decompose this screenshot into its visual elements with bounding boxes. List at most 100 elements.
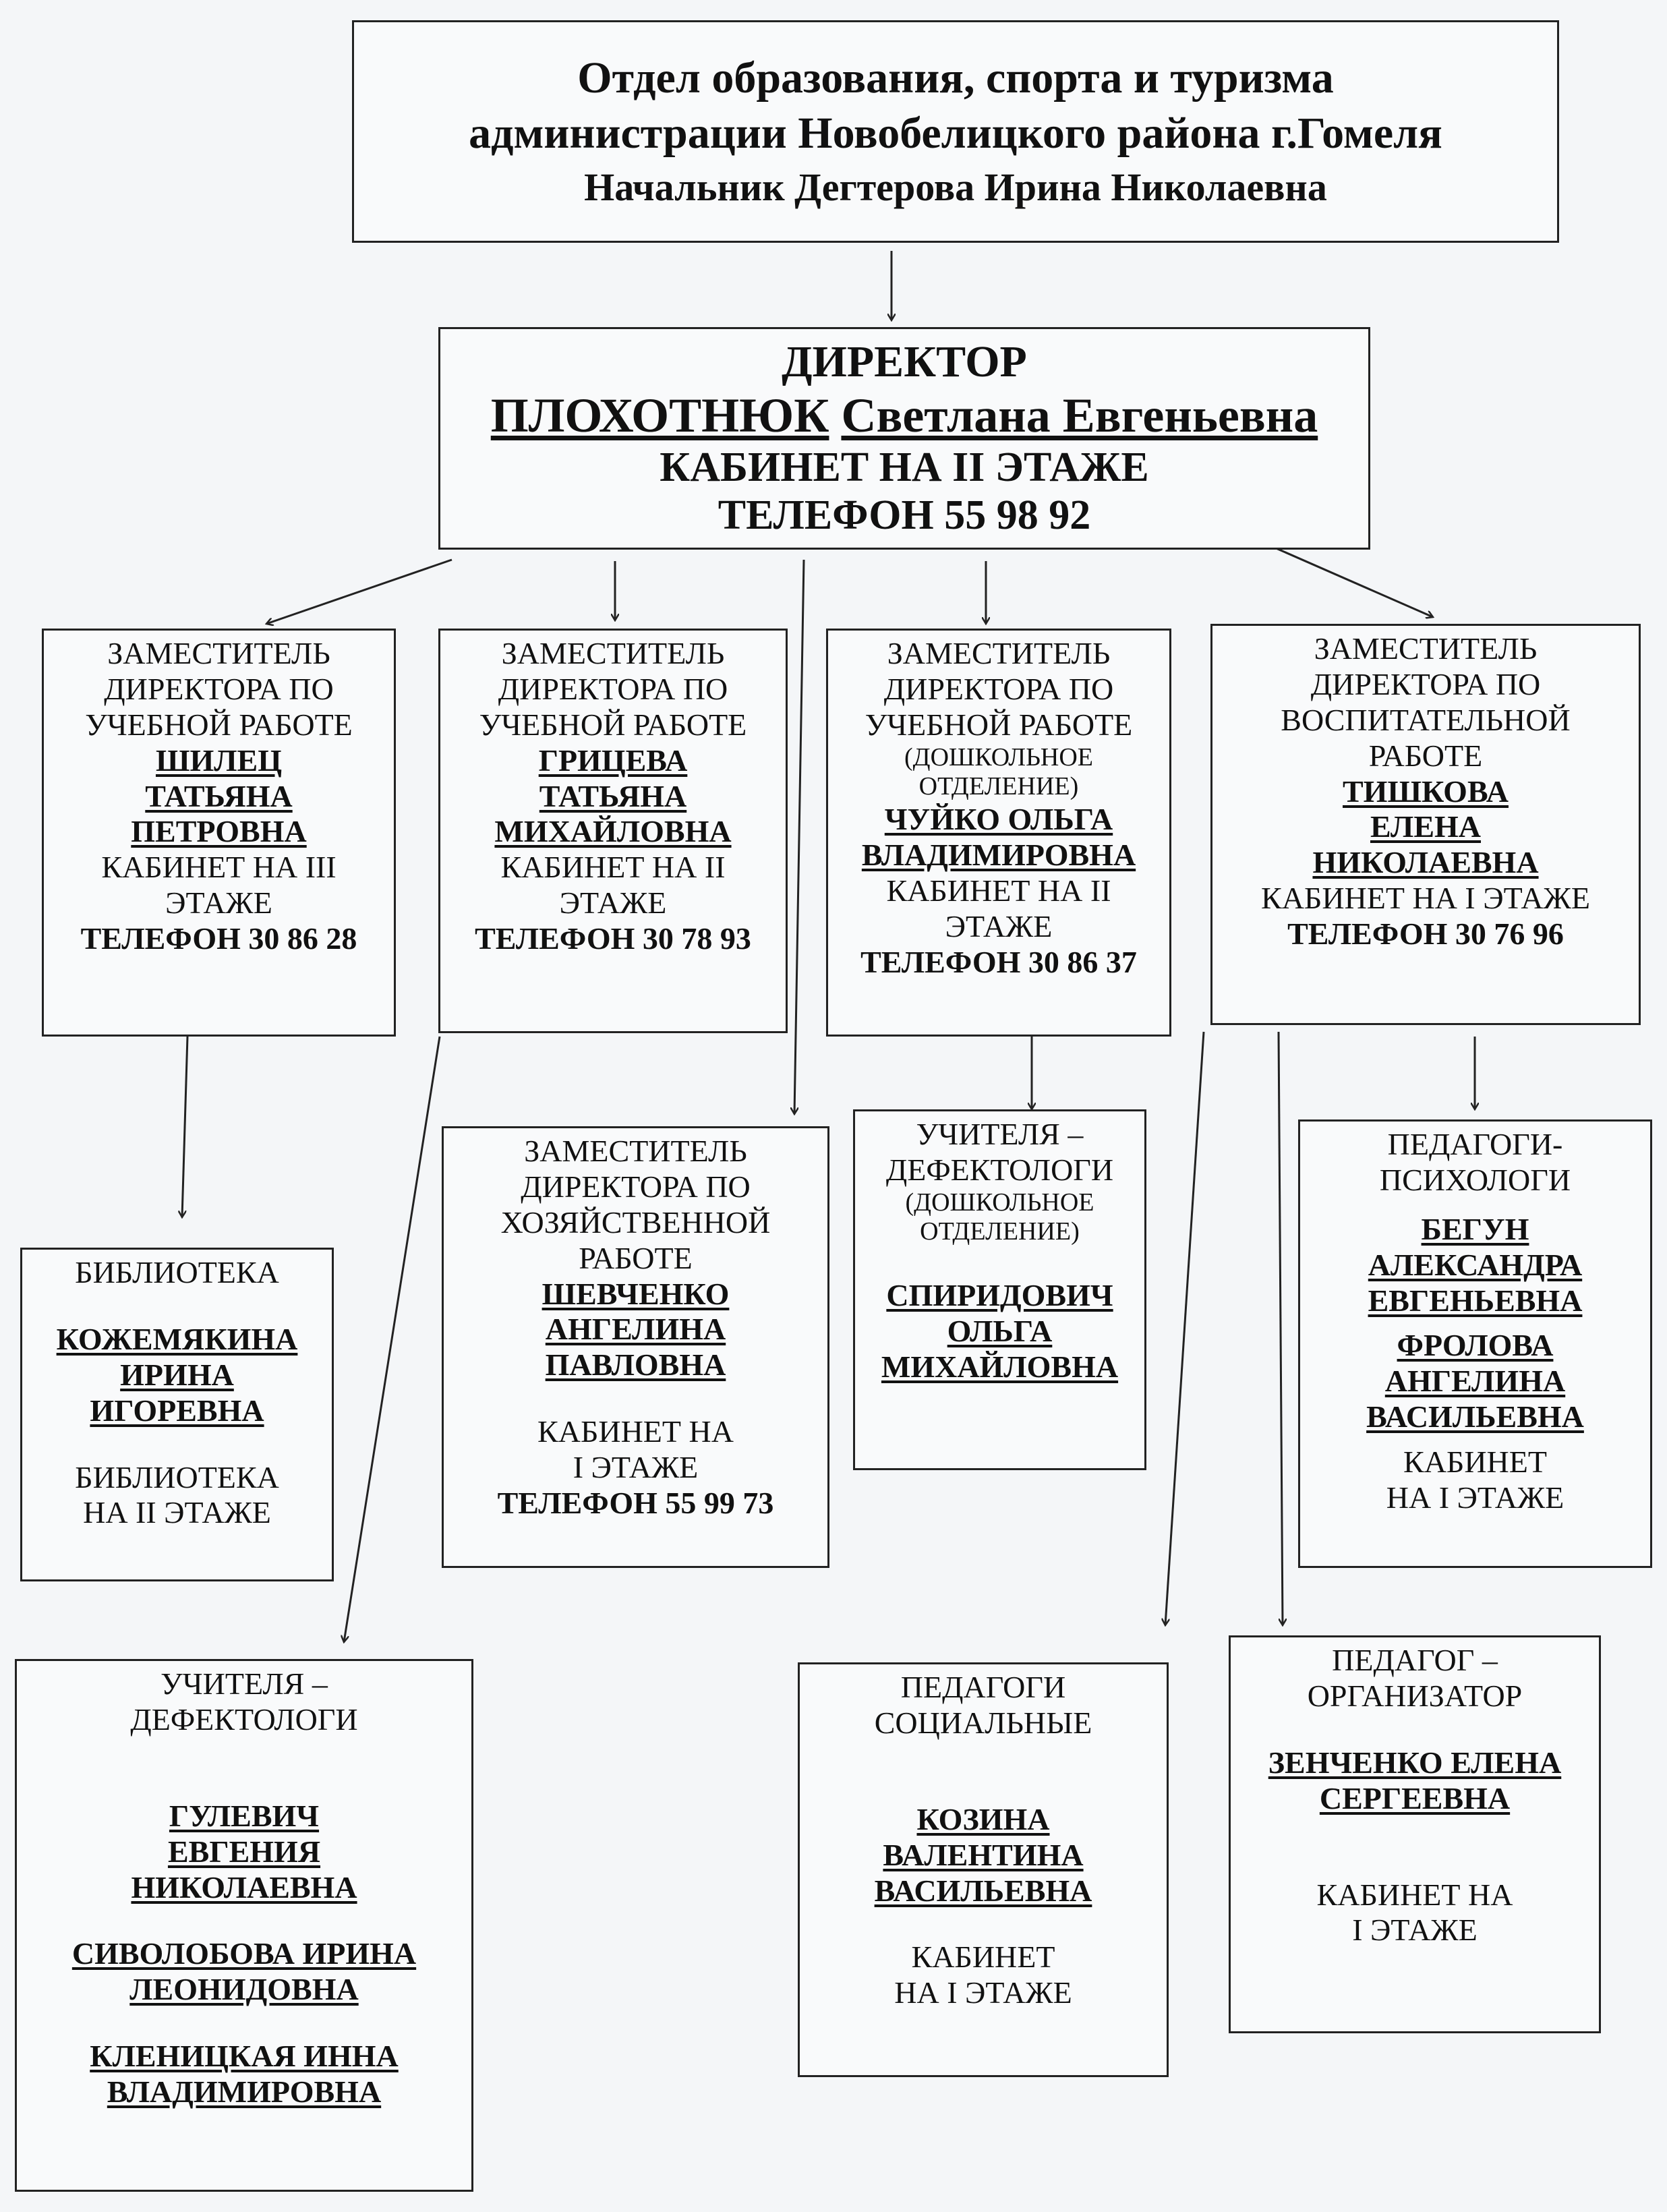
- deputy1-office: ЭТАЖЕ: [165, 885, 272, 921]
- social-office: КАБИНЕТ: [911, 1940, 1055, 1975]
- deputy4-role: ЗАМЕСТИТЕЛЬ: [1314, 631, 1538, 666]
- deputy1-box: ЗАМЕСТИТЕЛЬ ДИРЕКТОРА ПО УЧЕБНОЙ РАБОТЕ …: [42, 629, 396, 1037]
- library-name: ИРИНА: [120, 1357, 234, 1392]
- arrow-deputy4-to-organizer: [1277, 1031, 1283, 1625]
- deputy2-box: ЗАМЕСТИТЕЛЬ ДИРЕКТОРА ПО УЧЕБНОЙ РАБОТЕ …: [438, 629, 788, 1033]
- deputy2-office: КАБИНЕТ НА II: [500, 850, 726, 885]
- library-location: НА II ЭТАЖЕ: [83, 1495, 271, 1530]
- social-office: НА I ЭТАЖЕ: [894, 1975, 1072, 2010]
- library-location: БИБЛИОТЕКА: [75, 1459, 279, 1494]
- organizer-office: КАБИНЕТ НА: [1316, 1877, 1513, 1912]
- psychologists-office: НА I ЭТАЖЕ: [1386, 1480, 1564, 1515]
- social-name: ВАЛЕНТИНА: [883, 1837, 1084, 1872]
- deputy1-name: ШИЛЕЦ: [155, 743, 283, 778]
- psychologist-2-name: АНГЕЛИНА: [1384, 1364, 1566, 1399]
- social-role: СОЦИАЛЬНЫЕ: [874, 1705, 1092, 1740]
- deputy1-name: ТАТЬЯНА: [145, 778, 293, 813]
- deputy3-role: ЗАМЕСТИТЕЛЬ: [887, 636, 1111, 670]
- defect-school-person3: КЛЕНИЦКАЯ ИННА: [90, 2039, 399, 2074]
- deputy4-name: НИКОЛАЕВНА: [1312, 845, 1539, 880]
- deputy3-office: ЭТАЖЕ: [945, 908, 1053, 943]
- library-name: КОЖЕМЯКИНА: [56, 1321, 298, 1356]
- organizer-name: СЕРГЕЕВНА: [1319, 1780, 1511, 1815]
- library-box: БИБЛИОТЕКА КОЖЕМЯКИНА ИРИНА ИГОРЕВНА БИБ…: [20, 1248, 334, 1581]
- defect-preschool-role: УЧИТЕЛЯ –: [916, 1117, 1084, 1151]
- social-box: ПЕДАГОГИ СОЦИАЛЬНЫЕ КОЗИНА ВАЛЕНТИНА ВАС…: [798, 1662, 1169, 2077]
- director-surname: ПЛОХОТНЮК: [490, 388, 829, 443]
- defect-school-person1: ГУЛЕВИЧ: [169, 1798, 320, 1833]
- department-box: Отдел образования, спорта и туризма адми…: [352, 20, 1559, 243]
- organizer-role: ОРГАНИЗАТОР: [1307, 1678, 1523, 1713]
- director-given-name: Светлана Евгеньевна: [841, 388, 1318, 443]
- organizer-office: I ЭТАЖЕ: [1352, 1913, 1478, 1948]
- deputy2-name: ГРИЦЕВА: [538, 743, 688, 778]
- deputy2-role: ДИРЕКТОРА ПО: [498, 671, 728, 706]
- deputy2-role: УЧЕБНОЙ РАБОТЕ: [479, 707, 747, 742]
- deputy2-role: ЗАМЕСТИТЕЛЬ: [501, 636, 725, 670]
- deputy4-box: ЗАМЕСТИТЕЛЬ ДИРЕКТОРА ПО ВОСПИТАТЕЛЬНОЙ …: [1210, 624, 1641, 1025]
- psychologists-role: ПЕДАГОГИ-: [1387, 1127, 1563, 1161]
- household-name: ШЕВЧЕНКО: [542, 1276, 730, 1311]
- deputy4-role: ВОСПИТАТЕЛЬНОЙ: [1281, 702, 1571, 737]
- arrow-deputy4-to-social: [1165, 1031, 1205, 1625]
- deputy3-note: ОТДЕЛЕНИЕ): [918, 772, 1079, 801]
- arrow-deputy1-to-library: [182, 1036, 189, 1217]
- defect-preschool-name: МИХАЙЛОВНА: [881, 1349, 1119, 1384]
- defect-preschool-role: ДЕФЕКТОЛОГИ: [885, 1152, 1114, 1187]
- defect-school-role: УЧИТЕЛЯ –: [160, 1666, 328, 1701]
- deputy3-name: ВЛАДИМИРОВНА: [861, 837, 1136, 872]
- psychologist-2-name: ФРОЛОВА: [1397, 1328, 1554, 1363]
- deputy4-name: ТИШКОВА: [1343, 774, 1509, 809]
- deputy2-phone: ТЕЛЕФОН 30 78 93: [475, 921, 751, 956]
- deputy1-office: КАБИНЕТ НА III: [101, 850, 337, 885]
- deputy1-role: ЗАМЕСТИТЕЛЬ: [107, 636, 330, 670]
- psychologist-1-name: БЕГУН: [1421, 1211, 1529, 1246]
- social-name: КОЗИНА: [916, 1801, 1050, 1836]
- deputy3-phone: ТЕЛЕФОН 30 86 37: [860, 944, 1137, 979]
- defect-school-person2: СИВОЛОБОВА ИРИНА: [71, 1936, 417, 1971]
- director-office: КАБИНЕТ НА II ЭТАЖЕ: [660, 444, 1149, 491]
- defect-school-person3: ВЛАДИМИРОВНА: [107, 2074, 382, 2109]
- defect-school-person2: ЛЕОНИДОВНА: [129, 1972, 359, 2007]
- defect-preschool-box: УЧИТЕЛЯ – ДЕФЕКТОЛОГИ (ДОШКОЛЬНОЕ ОТДЕЛЕ…: [853, 1109, 1146, 1470]
- arrow-director-to-deputy1: [266, 558, 452, 624]
- defect-school-person1: ЕВГЕНИЯ: [167, 1834, 321, 1869]
- household-office: I ЭТАЖЕ: [573, 1450, 699, 1485]
- household-role: ХОЗЯЙСТВЕННОЙ: [500, 1204, 771, 1240]
- organizer-role: ПЕДАГОГ –: [1332, 1643, 1498, 1677]
- department-head: Начальник Дегтерова Ирина Николаевна: [584, 165, 1327, 209]
- deputy3-name: ЧУЙКО ОЛЬГА: [884, 802, 1113, 837]
- psychologists-box: ПЕДАГОГИ- ПСИХОЛОГИ БЕГУН АЛЕКСАНДРА ЕВГ…: [1298, 1119, 1652, 1568]
- deputy3-role: ДИРЕКТОРА ПО: [883, 671, 1114, 706]
- director-box: ДИРЕКТОР ПЛОХОТНЮК Светлана Евгеньевна К…: [438, 327, 1370, 550]
- household-role: РАБОТЕ: [579, 1240, 693, 1275]
- arrow-director-to-household: [794, 559, 805, 1114]
- deputy2-office: ЭТАЖЕ: [559, 885, 667, 921]
- household-name: АНГЕЛИНА: [545, 1312, 726, 1347]
- household-office: КАБИНЕТ НА: [537, 1414, 734, 1449]
- defect-preschool-note: (ДОШКОЛЬНОЕ: [905, 1188, 1094, 1217]
- defect-preschool-note: ОТДЕЛЕНИЕ): [920, 1217, 1080, 1246]
- psychologist-1-name: АЛЕКСАНДРА: [1368, 1247, 1583, 1282]
- defect-preschool-name: ОЛЬГА: [947, 1314, 1053, 1349]
- deputy1-role: ДИРЕКТОРА ПО: [104, 671, 334, 706]
- psychologists-office: КАБИНЕТ: [1403, 1445, 1547, 1480]
- household-role: ДИРЕКТОРА ПО: [521, 1169, 751, 1204]
- director-phone: ТЕЛЕФОН 55 98 92: [718, 492, 1091, 539]
- library-title: БИБЛИОТЕКА: [75, 1255, 279, 1289]
- director-name: ПЛОХОТНЮК Светлана Евгеньевна: [491, 388, 1318, 444]
- organizer-box: ПЕДАГОГ – ОРГАНИЗАТОР ЗЕНЧЕНКО ЕЛЕНА СЕР…: [1229, 1635, 1601, 2033]
- defect-school-box: УЧИТЕЛЯ – ДЕФЕКТОЛОГИ ГУЛЕВИЧ ЕВГЕНИЯ НИ…: [15, 1659, 473, 2192]
- social-role: ПЕДАГОГИ: [900, 1670, 1066, 1704]
- deputy4-office: КАБИНЕТ НА I ЭТАЖЕ: [1261, 881, 1590, 916]
- deputy3-note: (ДОШКОЛЬНОЕ: [904, 743, 1093, 772]
- psychologist-1-name: ЕВГЕНЬЕВНА: [1368, 1283, 1583, 1318]
- director-title: ДИРЕКТОР: [782, 337, 1027, 387]
- library-name: ИГОРЕВНА: [90, 1393, 264, 1428]
- arrow-director-to-deputy4: [1274, 546, 1433, 617]
- social-name: ВАСИЛЬЕВНА: [874, 1873, 1092, 1908]
- deputy4-phone: ТЕЛЕФОН 30 76 96: [1287, 916, 1564, 952]
- household-phone: ТЕЛЕФОН 55 99 73: [497, 1486, 774, 1521]
- defect-preschool-name: СПИРИДОВИЧ: [886, 1278, 1113, 1313]
